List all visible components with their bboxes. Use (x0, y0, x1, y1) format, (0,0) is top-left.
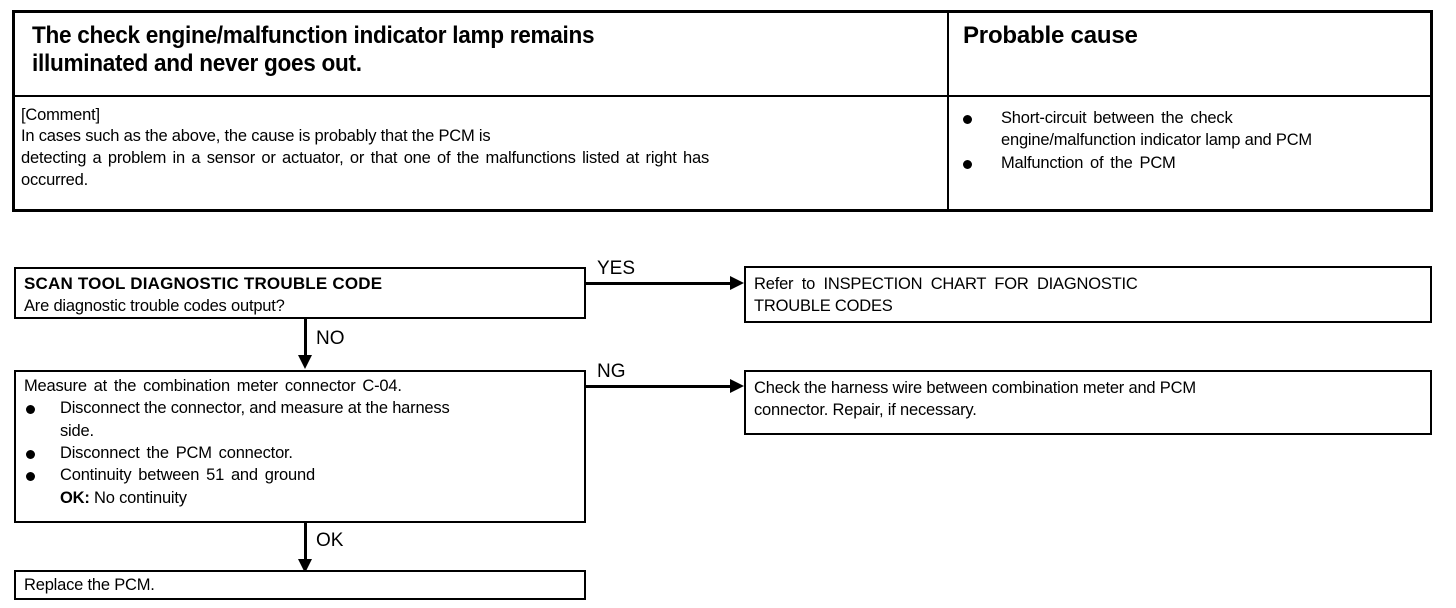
measure-step-1-line2: side. (60, 421, 94, 440)
comment-label: [Comment] (21, 106, 100, 124)
measure-ok-label: OK: (60, 488, 90, 507)
bullet-icon (963, 115, 972, 124)
edge-label-ok: OK (316, 530, 344, 551)
bullet-icon (26, 449, 35, 459)
edge-ok-arrowhead-icon (298, 559, 312, 573)
edge-label-no: NO (316, 328, 345, 349)
refer-node-line1: Refer to INSPECTION CHART FOR DIAGNOSTIC (754, 275, 1138, 293)
edge-label-ng: NG (597, 361, 626, 382)
measure-ok-criteria: OK: No continuity (24, 487, 584, 509)
list-item: Disconnect the PCM connector. (24, 442, 584, 464)
list-item: Disconnect the connector, and measure at… (24, 397, 584, 442)
comment-line-1: In cases such as the above, the cause is… (21, 127, 491, 146)
probable-cause-body: Short-circuit between the check engine/m… (949, 97, 1430, 209)
measure-node-header: Measure at the combination meter connect… (24, 377, 402, 395)
symptom-table: The check engine/malfunction indicator l… (12, 10, 1433, 212)
flow-node-check-harness: Check the harness wire between combinati… (744, 370, 1432, 435)
edge-yes-line (586, 282, 732, 285)
edge-ok-line (304, 523, 307, 561)
symptom-title-line2: illuminated and never goes out. (32, 49, 362, 77)
symptom-header-cell: The check engine/malfunction indicator l… (15, 13, 947, 97)
flow-node-replace-pcm: Replace the PCM. (14, 570, 586, 600)
check-node-line1: Check the harness wire between combinati… (754, 379, 1196, 397)
measure-step-2-line1: Disconnect the PCM connector. (60, 443, 293, 462)
edge-no-arrowhead-icon (298, 355, 312, 369)
edge-ng-line (586, 385, 732, 388)
symptom-title-line1: The check engine/malfunction indicator l… (32, 22, 595, 49)
probable-cause-list: Short-circuit between the check engine/m… (963, 108, 1424, 175)
list-item: Short-circuit between the check engine/m… (963, 108, 1424, 152)
list-item: Malfunction of the PCM (963, 153, 1424, 175)
edge-no-line (304, 319, 307, 357)
edge-label-yes: YES (597, 258, 636, 279)
probable-cause-column: Probable cause Short-circuit between the… (949, 13, 1430, 209)
check-node-line2: connector. Repair, if necessary. (754, 401, 977, 420)
bullet-icon (963, 159, 972, 169)
probable-cause-title: Probable cause (963, 22, 1138, 49)
cause-1-line1: Short-circuit between the check (1001, 109, 1233, 127)
scan-node-title: SCAN TOOL DIAGNOSTIC TROUBLE CODE (24, 274, 383, 293)
edge-yes-arrowhead-icon (730, 276, 744, 290)
bullet-icon (26, 472, 35, 482)
measure-step-list: Disconnect the connector, and measure at… (24, 397, 584, 487)
probable-cause-header-cell: Probable cause (949, 13, 1430, 97)
comment-cell: [Comment] In cases such as the above, th… (15, 97, 947, 209)
flow-node-measure-connector: Measure at the combination meter connect… (14, 370, 586, 523)
cause-1-line2: engine/malfunction indicator lamp and PC… (1001, 130, 1312, 149)
measure-step-1-line1: Disconnect the connector, and measure at… (60, 399, 450, 418)
flow-node-scan-tool: SCAN TOOL DIAGNOSTIC TROUBLE CODE Are di… (14, 267, 586, 319)
replace-node-text: Replace the PCM. (24, 576, 155, 594)
comment-line-3: occurred. (21, 170, 88, 189)
measure-step-3-line1: Continuity between 51 and ground (60, 466, 315, 485)
bullet-icon (26, 405, 35, 415)
comment-line-2: detecting a problem in a sensor or actua… (21, 149, 710, 168)
refer-node-line2: TROUBLE CODES (754, 297, 893, 316)
list-item: Continuity between 51 and ground (24, 464, 584, 486)
flow-node-refer-inspection-chart: Refer to INSPECTION CHART FOR DIAGNOSTIC… (744, 266, 1432, 323)
measure-ok-value: No continuity (94, 488, 187, 507)
cause-2-line1: Malfunction of the PCM (1001, 153, 1176, 172)
edge-ng-arrowhead-icon (730, 379, 744, 393)
symptom-column: The check engine/malfunction indicator l… (15, 13, 949, 209)
scan-node-question: Are diagnostic trouble codes output? (24, 296, 285, 315)
